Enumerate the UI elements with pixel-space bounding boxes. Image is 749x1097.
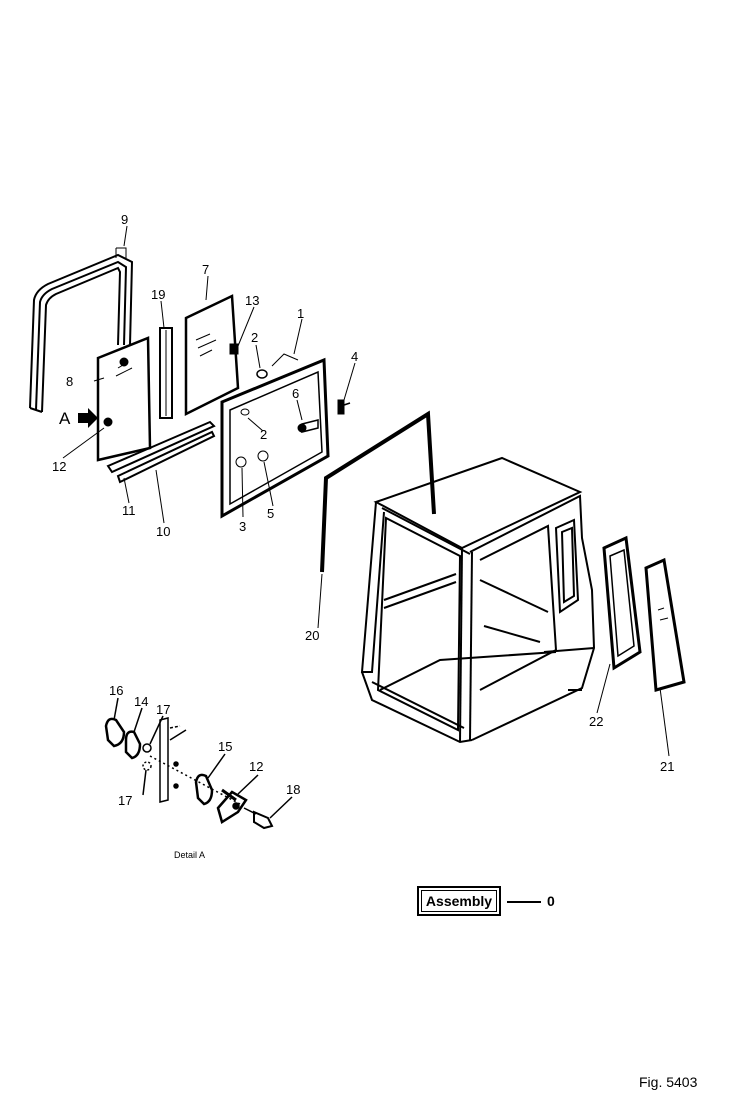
leader-lines xyxy=(62,225,670,757)
cab-body xyxy=(360,456,596,744)
callout-19: 19 xyxy=(151,287,165,302)
callout-22: 22 xyxy=(589,714,603,729)
assembly-number: 0 xyxy=(547,893,555,909)
rubber-strip-19 xyxy=(159,327,173,419)
callout-detail-18: 18 xyxy=(286,782,300,797)
rails-10-11 xyxy=(106,420,216,484)
callout-1: 1 xyxy=(297,306,304,321)
door-frame-1 xyxy=(220,357,330,519)
window-seal-22 xyxy=(602,535,642,671)
figure-number: Fig. 5403 xyxy=(639,1074,698,1090)
callout-detail-12: 12 xyxy=(249,759,263,774)
assembly-box-inner-border xyxy=(421,890,497,912)
window-seal-9 xyxy=(29,253,134,413)
assembly-label: Assembly xyxy=(425,893,493,909)
glass-7 xyxy=(184,294,240,417)
callout-7: 7 xyxy=(202,262,209,277)
callout-2-lower: 2 xyxy=(260,427,267,442)
callout-detail-17-lower: 17 xyxy=(118,793,132,808)
arrow-a xyxy=(78,408,98,428)
callout-detail-17-upper: 17 xyxy=(156,702,170,717)
callout-3: 3 xyxy=(239,519,246,534)
detail-a-drawing xyxy=(104,697,293,830)
callout-labels: 9 7 19 13 1 2 4 8 6 A 2 12 11 3 5 10 20 … xyxy=(52,212,674,860)
door-seal-20 xyxy=(320,410,436,573)
callout-21: 21 xyxy=(660,759,674,774)
callout-9: 9 xyxy=(121,212,128,227)
callout-5: 5 xyxy=(267,506,274,521)
callout-detail-16: 16 xyxy=(109,683,123,698)
callout-8: 8 xyxy=(66,374,73,389)
callout-10: 10 xyxy=(156,524,170,539)
latch-4 xyxy=(337,399,351,415)
callout-4: 4 xyxy=(351,349,358,364)
assembly-box: Assembly xyxy=(417,886,501,916)
callout-detail-14: 14 xyxy=(134,694,148,709)
callout-13: 13 xyxy=(245,293,259,308)
callout-a: A xyxy=(59,409,71,428)
callout-20: 20 xyxy=(305,628,319,643)
callout-2-upper: 2 xyxy=(251,330,258,345)
callout-12: 12 xyxy=(52,459,66,474)
detail-a-caption: Detail A xyxy=(174,850,205,860)
callout-detail-15: 15 xyxy=(218,739,232,754)
sliding-glass-8 xyxy=(96,336,152,462)
fixed-glass-21 xyxy=(644,557,686,692)
callout-11: 11 xyxy=(122,503,136,518)
callout-6: 6 xyxy=(292,386,299,401)
assembly-dash xyxy=(507,901,541,903)
